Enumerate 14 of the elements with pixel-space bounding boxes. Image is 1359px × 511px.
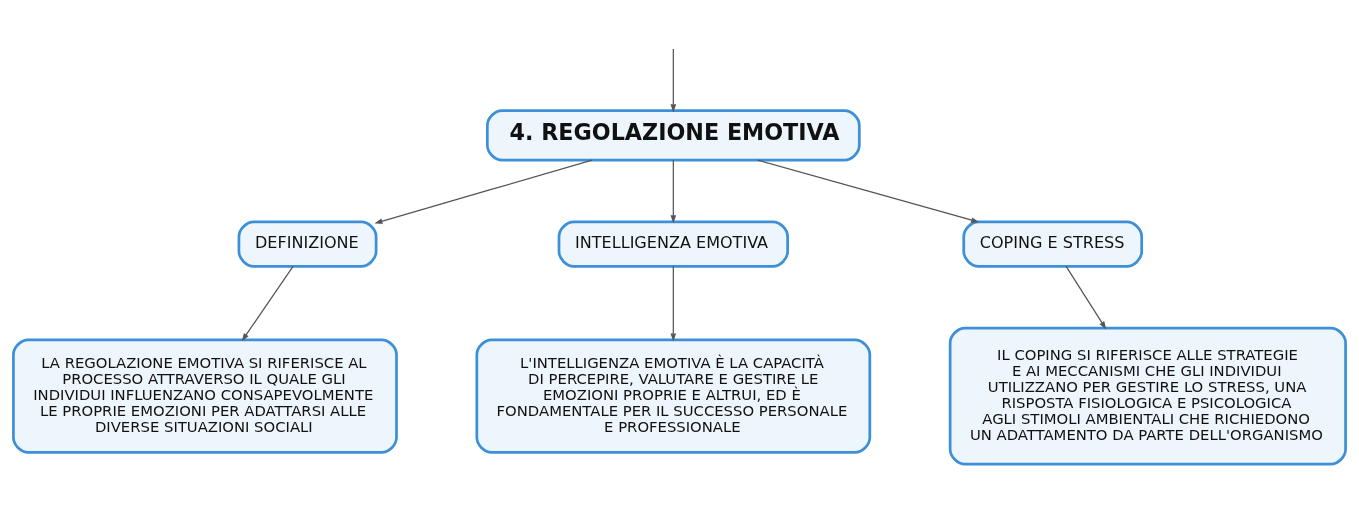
node-box: 4. REGOLAZIONE EMOTIVA [485,108,861,161]
node-box: COPING E STRESS [962,220,1144,268]
node-box: INTELLIGENZA EMOTIVA [557,220,789,268]
arrow [374,159,593,224]
arrow [670,47,677,112]
arrow [241,265,294,341]
node-box: LA REGOLAZIONE EMOTIVA SI RIFERISCE AL PROCESSO ATTRAVERSO IL QUALE GLI INDIVIDUI INFLUENZANO CONSAPEVOLMENTE LE PROPRIE EMOZIONI PER ADATTARSI ALLE DIVERSE SITUAZIONI SOCIALI [12,338,398,454]
arrow [1065,265,1107,329]
node-box: L'INTELLIGENZA EMOTIVA È LA CAPACITÀ DI PERCEPIRE, VALUTARE E GESTIRE LE EMOZIONI PROPRIE E ALTRUI, ED È FONDAMENTALE PER IL SUCCESSO PERSONALE E PROFESSIONALE [475,338,872,454]
arrow [670,265,677,342]
node-box: DEFINIZIONE [237,220,378,268]
node-box: IL COPING SI RIFERISCE ALLE STRATEGIE E AI MECCANISMI CHE GLI INDIVIDUI UTILIZZANO PER GESTIRE LO STRESS, UNA RISPOSTA FISIOLOGICA E PSICOLOGICA AGLI STIMOLI AMBIENTALI CHE RICHIEDONO UN ADATTAMENTO DA PARTE DELL'ORGANISMO [948,326,1347,465]
arrow [756,159,980,223]
arrow [670,159,677,223]
